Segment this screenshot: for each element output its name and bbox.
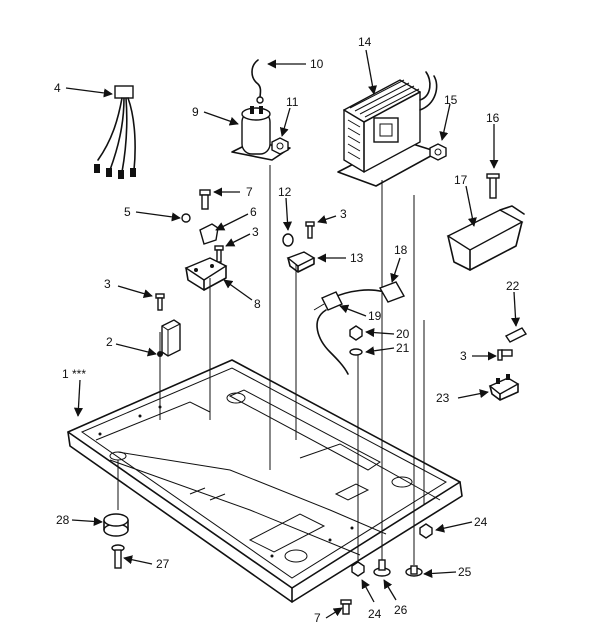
screw-7-upper <box>199 189 211 210</box>
nut-11 <box>271 137 289 155</box>
callout-2: 2 <box>106 335 113 349</box>
callout-7: 7 <box>246 185 253 199</box>
switch-2 <box>157 319 181 357</box>
callout-14: 14 <box>358 35 372 49</box>
bracket-13 <box>286 251 316 273</box>
screw-7-lower <box>340 599 352 615</box>
callout-21: 21 <box>396 341 410 355</box>
nut-20 <box>349 325 363 341</box>
callout-15: 15 <box>444 93 458 107</box>
base-pan <box>67 359 463 603</box>
callout-5: 5 <box>124 205 131 219</box>
callout-16: 16 <box>486 111 500 125</box>
screw-3-left <box>214 245 224 263</box>
washer-21 <box>349 348 363 356</box>
callout-1: 1 *** <box>62 367 86 381</box>
callout-24: 24 <box>474 515 488 529</box>
assembly-guide-lines <box>117 165 425 565</box>
callout-19: 19 <box>368 309 382 323</box>
callout-8: 8 <box>254 297 261 311</box>
callout-11: 11 <box>286 95 299 109</box>
callout-10: 10 <box>310 57 324 71</box>
callout-3: 3 <box>104 277 111 291</box>
fuse-holder-23 <box>488 374 520 401</box>
screw-3-right <box>497 349 513 361</box>
leader-arrows <box>65 49 521 619</box>
callout-3: 3 <box>252 225 259 239</box>
callout-13: 13 <box>350 251 364 265</box>
callout-27: 27 <box>156 557 170 571</box>
nut-15 <box>429 143 447 161</box>
part-24-right <box>419 523 433 539</box>
wire-harness <box>94 85 136 179</box>
callout-3: 3 <box>340 207 347 221</box>
callout-22: 22 <box>506 279 520 293</box>
callout-labels: 1 *** 2 3 3 3 3 4 5 6 7 7 8 9 10 11 12 1… <box>54 35 520 625</box>
callout-26: 26 <box>394 603 408 617</box>
callout-24: 24 <box>368 607 382 621</box>
fuse-22 <box>504 327 528 343</box>
callout-25: 25 <box>458 565 472 579</box>
bracket-8 <box>184 257 228 291</box>
clip-6 <box>199 223 219 245</box>
screw-16 <box>486 173 500 199</box>
screw-3-center <box>305 221 315 239</box>
callout-20: 20 <box>396 327 410 341</box>
capacitor <box>231 106 291 161</box>
callout-23: 23 <box>436 391 450 405</box>
callout-28: 28 <box>56 513 70 527</box>
callout-12: 12 <box>278 185 292 199</box>
wiring-18 <box>313 281 406 375</box>
callout-9: 9 <box>192 105 199 119</box>
screw-26 <box>373 559 391 577</box>
transformer <box>337 71 439 187</box>
screw-27 <box>111 544 125 569</box>
wire-lead <box>251 59 264 104</box>
washer-5 <box>181 213 191 223</box>
callout-18: 18 <box>394 243 408 257</box>
screw-3-far-left <box>155 293 165 311</box>
part-24-bottom <box>351 561 365 577</box>
callout-17: 17 <box>454 173 468 187</box>
callout-4: 4 <box>54 81 61 95</box>
bracket-17 <box>446 205 525 271</box>
screw-25 <box>405 565 423 577</box>
callout-3: 3 <box>460 349 467 363</box>
part-12 <box>282 233 294 247</box>
callout-7: 7 <box>314 611 321 625</box>
callout-6: 6 <box>250 205 257 219</box>
foot-28 <box>103 513 129 537</box>
